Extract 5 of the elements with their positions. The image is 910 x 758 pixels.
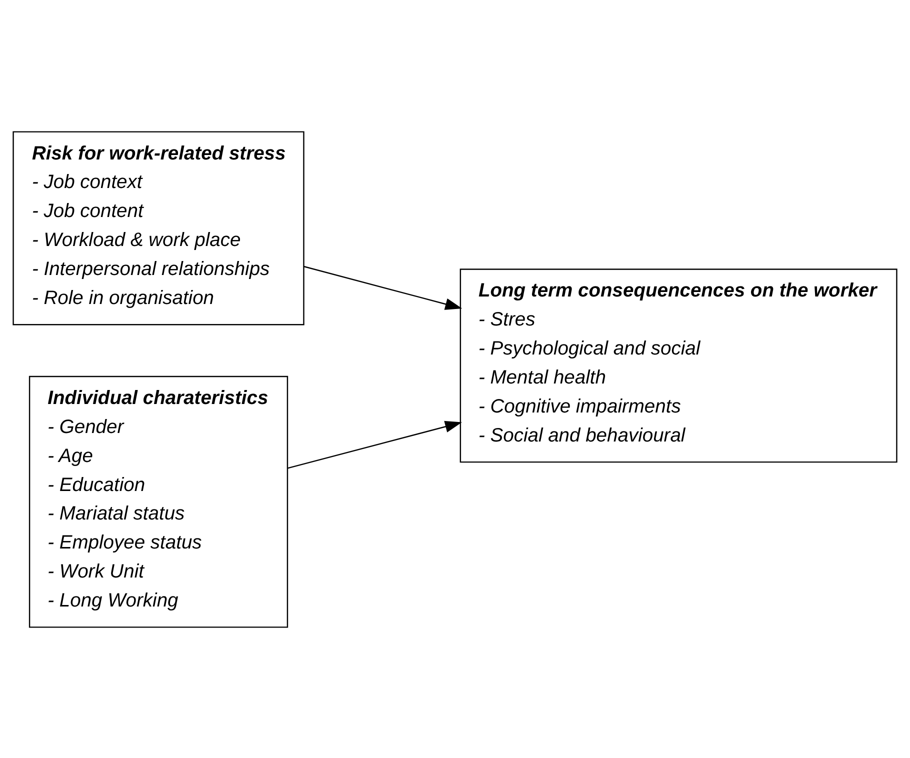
arrow — [288, 420, 462, 468]
node-box: Individual charateristics - Gender - Age - Education - Mariatal status - Employee status - Work Unit - Long Working — [28, 375, 288, 628]
node-box: Long term consequencences on the worker - Stres - Psychological and social - Mental health - Cognitive impairments - Social and behavioural — [460, 268, 898, 462]
arrow — [304, 265, 462, 310]
node-box: Risk for work-related stress - Job context - Job content - Workload & work place - Interpersonal relationships - Role in organisation — [12, 130, 304, 325]
